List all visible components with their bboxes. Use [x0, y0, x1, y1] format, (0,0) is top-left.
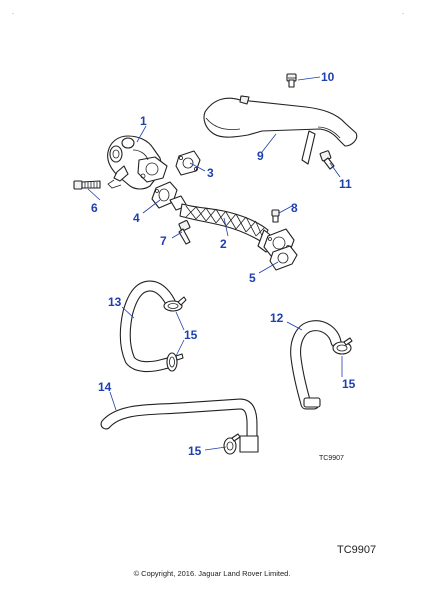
callouts: 1 2 3 4 5 6 7 8 9 10 11 12 13 14 15 15 1… — [91, 70, 356, 458]
part-2-egr-pipe[interactable] — [169, 195, 295, 258]
callout-15-bottom: 15 — [188, 444, 202, 458]
part-3-gasket[interactable] — [175, 150, 201, 176]
callout-12: 12 — [270, 311, 284, 325]
part-1-egr-valve[interactable] — [107, 135, 168, 190]
callout-4: 4 — [133, 211, 140, 225]
callout-15-left: 15 — [184, 328, 198, 342]
part-6-bolt[interactable] — [73, 180, 101, 190]
part-8-bolt[interactable] — [271, 209, 280, 223]
part-13-hose[interactable] — [119, 280, 178, 373]
part-5-gasket[interactable] — [269, 245, 298, 271]
leader-lines — [87, 76, 343, 451]
callout-15-right: 15 — [342, 377, 356, 391]
callout-1: 1 — [140, 114, 147, 128]
callout-13: 13 — [108, 295, 122, 309]
callout-3: 3 — [207, 166, 214, 180]
part-7-bolt[interactable] — [178, 220, 191, 245]
diagram-ref-code: TC9907 — [337, 544, 377, 556]
callout-11: 11 — [339, 177, 352, 191]
corner-mark-left: - — [12, 11, 14, 17]
callout-7: 7 — [160, 234, 167, 248]
diagram-ref-code-small: TC9907 — [319, 455, 344, 462]
part-15-clip-right[interactable] — [332, 337, 353, 355]
callout-9: 9 — [257, 149, 264, 163]
part-15-clip-bottom[interactable] — [223, 433, 241, 455]
corner-mark-right: - — [402, 11, 404, 17]
part-15-clip-lower-left[interactable] — [166, 352, 184, 372]
part-14-hose[interactable] — [100, 398, 259, 453]
callout-5: 5 — [249, 271, 256, 285]
part-11-clip[interactable] — [319, 150, 335, 170]
callout-6: 6 — [91, 201, 98, 215]
callout-14: 14 — [98, 380, 112, 394]
part-9-air-duct[interactable] — [203, 95, 358, 165]
part-12-hose[interactable] — [290, 320, 342, 410]
copyright-notice: © Copyright, 2016. Jaguar Land Rover Lim… — [133, 569, 291, 578]
callout-8: 8 — [291, 201, 298, 215]
part-15-clip-upper-left[interactable] — [163, 296, 187, 312]
callout-10: 10 — [321, 70, 335, 84]
part-10-bolt[interactable] — [286, 73, 297, 88]
callout-2: 2 — [220, 237, 227, 251]
